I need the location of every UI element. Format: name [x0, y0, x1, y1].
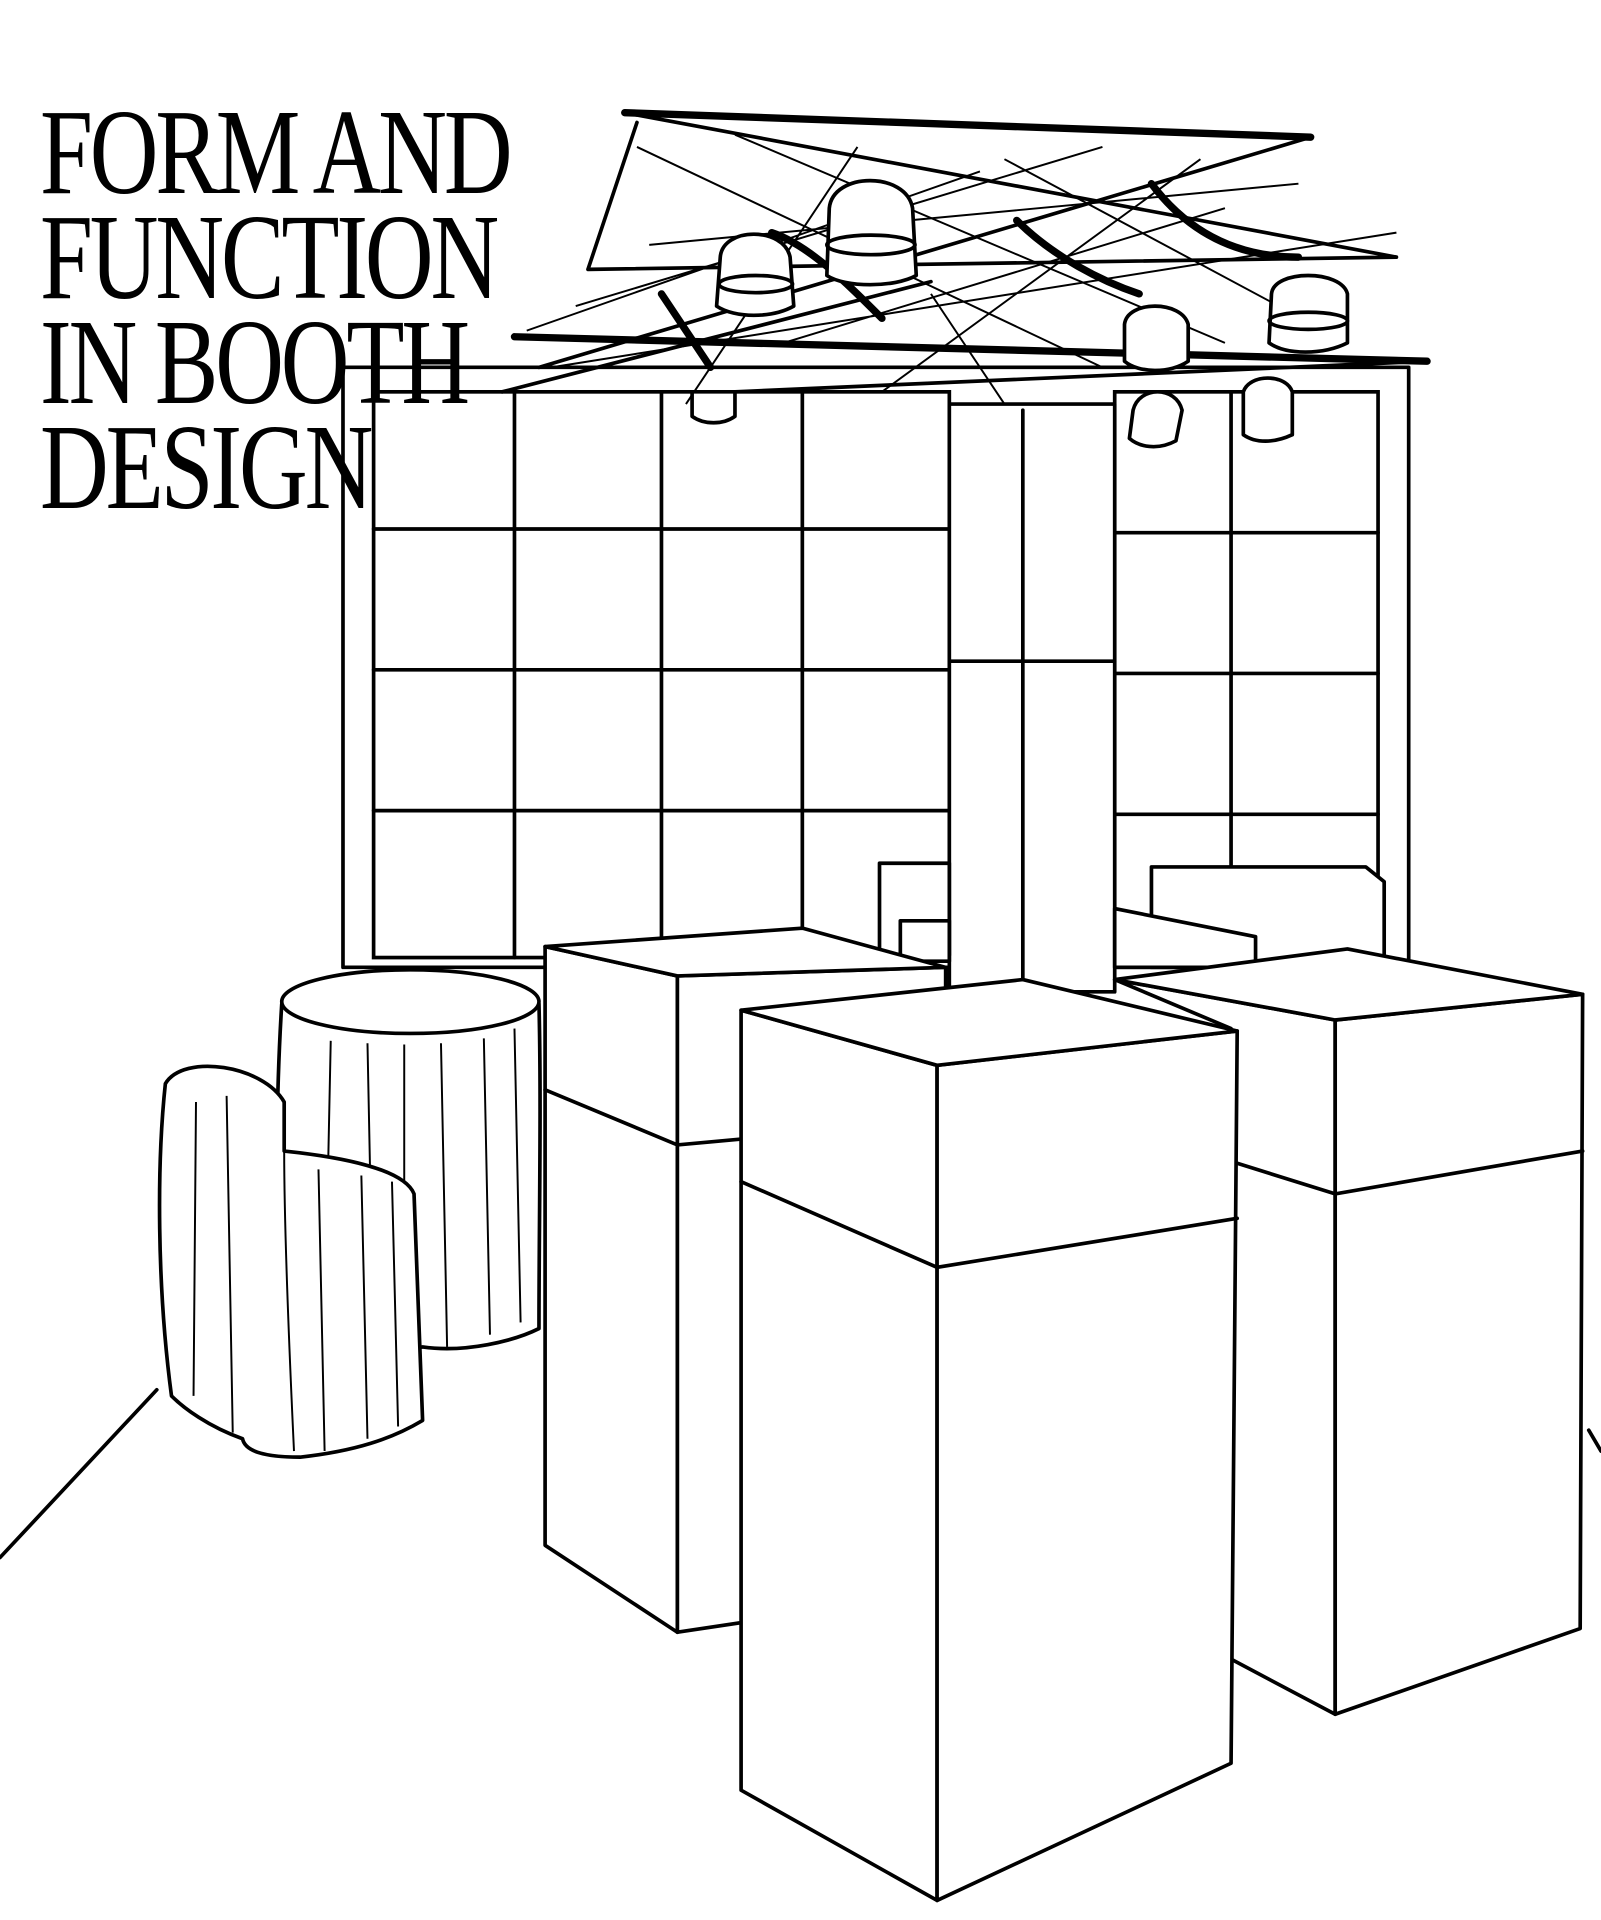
spotlight-icon: [1127, 390, 1184, 449]
spotlight-icon: [1122, 304, 1191, 373]
center-column: [947, 402, 1117, 1000]
floor-lines: [0, 1387, 1601, 1560]
right-pedestal: [1112, 947, 1585, 1717]
wall-grid: [371, 390, 1380, 960]
title-line: FUNCTION: [40, 190, 499, 325]
title-line: IN BOOTH: [40, 295, 470, 430]
cover-title: FORM AND FUNCTION IN BOOTH DESIGN: [40, 85, 513, 535]
spotlight-icon: [824, 178, 919, 287]
spotlight-icon: [1241, 376, 1295, 443]
title-line: DESIGN: [40, 400, 373, 535]
front-pedestal: [739, 977, 1240, 1903]
spotlight-icon: [1267, 273, 1350, 354]
lighting-truss: [500, 108, 1431, 405]
draped-chair: [157, 1064, 425, 1459]
title-line: FORM AND: [40, 85, 513, 220]
spotlights: [690, 178, 1350, 449]
back-counters: [877, 861, 1387, 970]
spotlight-icon: [714, 232, 796, 318]
spotlight-icon: [690, 390, 737, 425]
